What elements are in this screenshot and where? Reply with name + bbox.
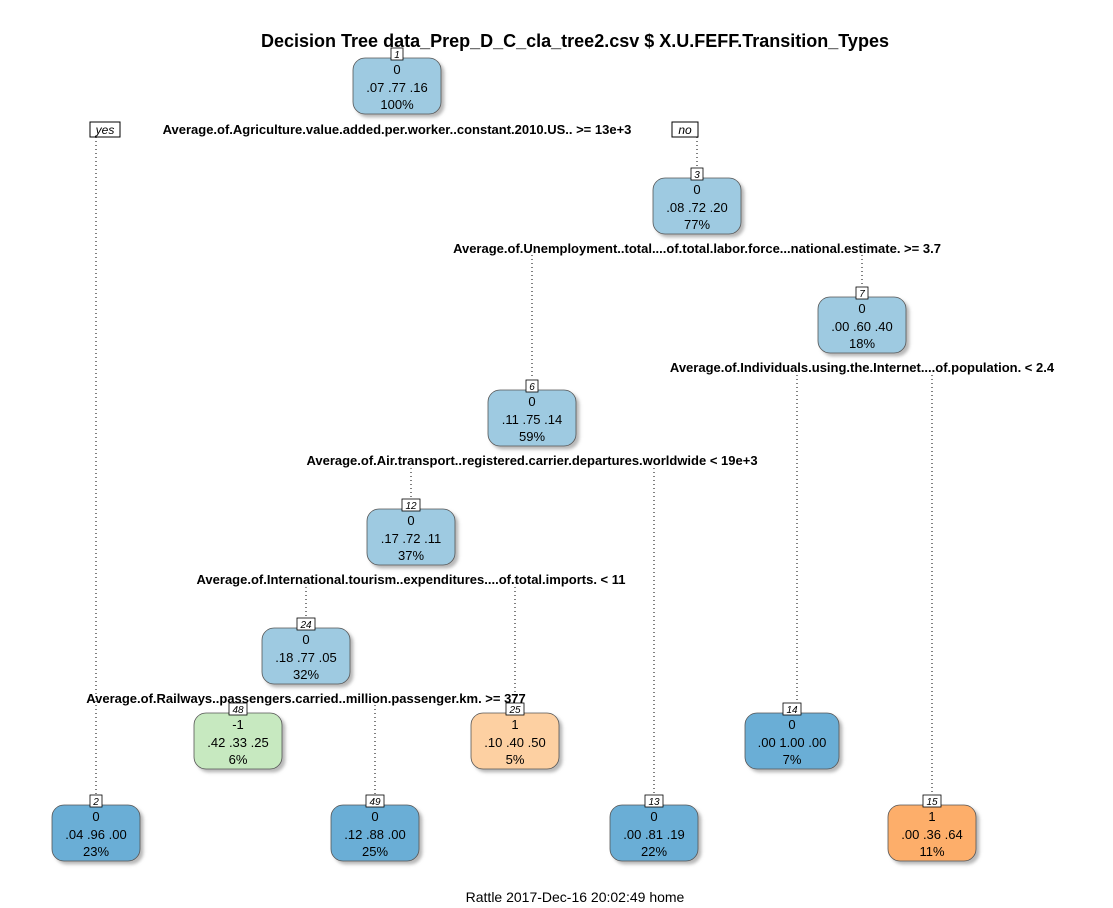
node-id-label: 48: [232, 705, 244, 716]
node-id-label: 1: [394, 50, 400, 61]
tree-node-2: 20 .04 .96 .00 23%: [51, 794, 141, 862]
node-percent: 25%: [362, 844, 388, 859]
node-class: 0: [393, 62, 400, 77]
node-percent: 32%: [293, 667, 319, 682]
node-probs: .00 1.00 .00: [758, 735, 827, 750]
node-percent: 11%: [919, 844, 944, 859]
footer-text: Rattle 2017-Dec-16 20:02:49 home: [466, 889, 685, 905]
node-id-box: [855, 286, 869, 300]
tree-node-12: 120 .17 .72 .11 37%: [366, 498, 456, 566]
node-id-box: [644, 794, 664, 808]
node-id-box: [89, 794, 103, 808]
diagram-title: Decision Tree data_Prep_D_C_cla_tree2.cs…: [261, 31, 889, 51]
node-probs: .11 .75 .14: [502, 412, 562, 427]
node-id-box: [365, 794, 385, 808]
node-id-label: 25: [508, 705, 521, 716]
node-probs: .04 .96 .00: [65, 827, 126, 842]
node-percent: 18%: [849, 336, 875, 351]
node-percent: 100%: [380, 97, 414, 112]
tree-node-1: 10 .07 .77 .16 100%: [352, 47, 442, 115]
node-class: 1: [928, 809, 935, 824]
node-probs: .18 .77 .05: [275, 650, 336, 665]
yes-label-box: [89, 121, 121, 138]
node-class: 1: [511, 717, 518, 732]
split-label-3: Average.of.Unemployment..total....of.tot…: [453, 241, 941, 256]
node-class: 0: [92, 809, 99, 824]
node-id-label: 3: [694, 170, 700, 181]
node-probs: .08 .72 .20: [666, 200, 727, 215]
node-class: -1: [232, 717, 244, 732]
node-id-box: [782, 702, 802, 716]
tree-node-24: 240 .18 .77 .05 32%: [261, 617, 351, 685]
tree-node-25: 251 .10 .40 .50 5%: [470, 702, 560, 770]
split-label-7: Average.of.Individuals.using.the.Interne…: [670, 360, 1055, 375]
node-class: 0: [858, 301, 865, 316]
node-percent: 22%: [641, 844, 667, 859]
node-percent: 5%: [506, 752, 525, 767]
split-label-1: Average.of.Agriculture.value.added.per.w…: [163, 122, 632, 137]
tree-node-48: 48-1 .42 .33 .25 6%: [193, 702, 283, 770]
node-id-label: 7: [859, 289, 865, 300]
node-id-box: [401, 498, 421, 512]
split-label-12: Average.of.International.tourism..expend…: [197, 572, 626, 587]
node-class: 0: [371, 809, 378, 824]
tree-node-3: 30 .08 .72 .20 77%: [652, 167, 742, 235]
node-id-label: 49: [369, 797, 381, 808]
node-percent: 6%: [229, 752, 248, 767]
node-id-box: [296, 617, 316, 631]
node-id-label: 14: [786, 705, 798, 716]
node-probs: .12 .88 .00: [344, 827, 405, 842]
node-class: 0: [407, 513, 414, 528]
tree-node-13: 130 .00 .81 .19 22%: [609, 794, 699, 862]
node-percent: 59%: [519, 429, 545, 444]
node-id-box: [505, 702, 525, 716]
node-probs: .10 .40 .50: [484, 735, 545, 750]
yes-label: yes: [95, 123, 115, 137]
split-label-6: Average.of.Air.transport..registered.car…: [306, 453, 757, 468]
no-label-box: [671, 121, 699, 138]
node-probs: .00 .81 .19: [623, 827, 684, 842]
node-id-label: 24: [299, 620, 312, 631]
tree-node-6: 60 .11 .75 .14 59%: [487, 379, 577, 447]
node-id-box: [922, 794, 942, 808]
node-id-box: [525, 379, 539, 393]
node-id-label: 2: [92, 797, 99, 808]
node-class: 0: [693, 182, 700, 197]
tree-node-7: 70 .00 .60 .40 18%: [817, 286, 907, 354]
split-label-24: Average.of.Railways..passengers.carried.…: [86, 691, 526, 706]
node-class: 0: [528, 394, 535, 409]
no-label: no: [678, 123, 692, 137]
node-percent: 37%: [398, 548, 424, 563]
node-percent: 7%: [783, 752, 802, 767]
node-id-box: [390, 47, 404, 61]
node-id-label: 12: [405, 501, 417, 512]
node-percent: 23%: [83, 844, 109, 859]
yes-no-labels: yes no: [89, 121, 699, 138]
node-probs: .07 .77 .16: [366, 80, 427, 95]
tree-node-15: 151 .00 .36 .64 11%: [887, 794, 977, 862]
node-id-label: 6: [529, 382, 535, 393]
tree-node-49: 490 .12 .88 .00 25%: [330, 794, 420, 862]
node-probs: .42 .33 .25: [207, 735, 268, 750]
node-percent: 77%: [684, 217, 710, 232]
tree-node-14: 140 .00 1.00 .00 7%: [744, 702, 840, 770]
node-id-box: [690, 167, 704, 181]
node-probs: .00 .60 .40: [831, 319, 892, 334]
node-id-label: 15: [926, 797, 938, 808]
node-class: 0: [650, 809, 657, 824]
node-id-box: [228, 702, 248, 716]
split-labels: Average.of.Agriculture.value.added.per.w…: [86, 122, 1055, 706]
node-id-label: 13: [648, 797, 660, 808]
node-class: 0: [302, 632, 309, 647]
node-probs: .17 .72 .11: [381, 531, 441, 546]
node-probs: .00 .36 .64: [901, 827, 962, 842]
node-class: 0: [788, 717, 795, 732]
